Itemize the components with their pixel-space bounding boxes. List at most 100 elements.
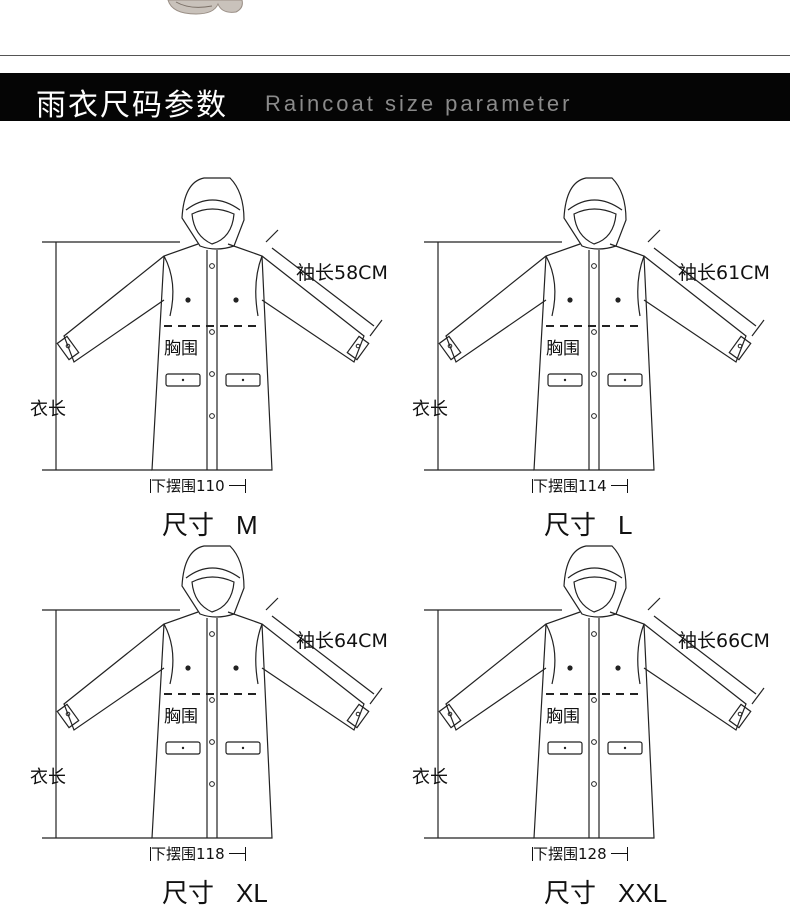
coat-body — [151, 243, 273, 471]
sleeve-left — [445, 623, 547, 731]
sleeve-left — [445, 255, 547, 363]
hem-dash — [618, 485, 627, 486]
sleeve-length-label: 袖长66CM — [678, 630, 770, 652]
cuff-dot-right — [737, 711, 743, 717]
button — [591, 263, 597, 269]
button — [209, 263, 215, 269]
cuff-left — [56, 703, 80, 729]
hood-visor — [185, 199, 241, 211]
button — [209, 697, 215, 703]
cuff-dot-left — [65, 711, 71, 717]
sleeve-length-label: 袖长61CM — [678, 262, 770, 284]
button — [209, 631, 215, 637]
hood-outline — [563, 545, 627, 618]
chest-dot-right — [615, 297, 621, 303]
size-panel-m: 袖长58CM 衣长 胸围 下摆围 110 尺寸 M — [0, 0, 395, 541]
button — [209, 413, 215, 419]
sleeve-length-label: 袖长58CM — [296, 262, 388, 284]
hem-label: 下摆围 — [533, 845, 579, 863]
hem-value: 128 — [578, 844, 607, 863]
pocket-right — [607, 741, 643, 755]
hem-dash — [236, 485, 245, 486]
hem-label: 下摆围 — [151, 845, 197, 863]
pocket-dot-left — [181, 378, 185, 382]
size-label: 尺寸 — [162, 511, 215, 541]
hem-tick-left — [150, 478, 151, 493]
sleeve-guide — [271, 247, 375, 327]
cuff-dot-left — [65, 343, 71, 349]
raincoat-diagram — [42, 177, 383, 471]
hood-outline — [563, 177, 627, 250]
raincoat-diagram — [424, 545, 765, 839]
hem-tick-left — [532, 846, 533, 861]
sleeve-guide-tick-a — [647, 597, 661, 611]
cuff-dot-right — [737, 343, 743, 349]
size-label: 尺寸 — [544, 511, 597, 541]
hem-label: 下摆围 — [151, 477, 197, 495]
yoke-right — [255, 255, 263, 317]
pocket-dot-left — [563, 378, 567, 382]
chest-label: 胸围 — [546, 339, 580, 359]
hem-tick-left — [150, 846, 151, 861]
button — [591, 739, 597, 745]
button — [591, 413, 597, 419]
hem-tick-right — [244, 846, 246, 861]
sleeve-guide-tick-a — [265, 597, 279, 611]
pocket-left — [165, 741, 201, 755]
sleeve-guide-tick-a — [265, 229, 279, 243]
chest-dot-right — [615, 665, 621, 671]
hem-tick-left — [532, 478, 533, 493]
yoke-right — [637, 255, 645, 317]
hood-face — [191, 208, 235, 245]
button — [591, 697, 597, 703]
chest-dot-left — [567, 665, 573, 671]
hem-value: 110 — [196, 476, 225, 495]
hem-measure: 下摆围 118 — [150, 843, 246, 864]
coat-body — [533, 611, 655, 839]
hem-dash — [610, 485, 619, 486]
cuff-right — [346, 335, 370, 361]
sleeve-guide-tick-a — [647, 229, 661, 243]
yoke-left — [545, 623, 556, 685]
hem-tick-right — [244, 478, 246, 493]
sleeve-guide — [653, 615, 757, 695]
hood-visor — [185, 567, 241, 579]
size-value: XXL — [618, 878, 668, 908]
size-label: 尺寸 — [162, 879, 215, 909]
hem-dash — [618, 853, 627, 854]
sleeve-guide — [653, 247, 757, 327]
hem-measure: 下摆围 114 — [532, 475, 628, 496]
cuff-dot-right — [355, 343, 361, 349]
coat-body — [533, 243, 655, 471]
hem-label: 下摆围 — [533, 477, 579, 495]
sleeve-right — [643, 255, 747, 363]
hood-visor — [567, 567, 623, 579]
header-title: 雨衣尺码参数 — [36, 88, 228, 123]
size-caption: 尺寸 L — [544, 505, 632, 542]
button — [209, 371, 215, 377]
cuff-left — [438, 335, 462, 361]
chest-dot-right — [233, 297, 239, 303]
section-header: 雨衣尺码参数 Raincoat size parameter — [0, 73, 790, 123]
hem-measure: 下摆围 128 — [532, 843, 628, 864]
button — [591, 329, 597, 335]
hem-value: 114 — [578, 476, 607, 495]
hem-dash — [236, 853, 245, 854]
yoke-right — [255, 623, 263, 685]
button — [591, 781, 597, 787]
coat-length-label: 衣长 — [412, 767, 448, 788]
pocket-left — [547, 373, 583, 387]
yoke-left — [163, 623, 174, 685]
pocket-dot-right — [623, 746, 627, 750]
size-panel-xl: 袖长64CM 衣长 胸围 下摆围 118 尺寸 XL — [0, 368, 395, 909]
size-label: 尺寸 — [544, 879, 597, 909]
sleeve-right — [261, 623, 365, 731]
divider-line — [0, 55, 790, 56]
hood-face — [573, 576, 617, 613]
product-image-fragment — [167, 0, 243, 15]
pocket-right — [607, 373, 643, 387]
hood-face — [191, 576, 235, 613]
pocket-left — [547, 741, 583, 755]
hem-measure: 下摆围 110 — [150, 475, 246, 496]
hood-outline — [181, 545, 245, 618]
